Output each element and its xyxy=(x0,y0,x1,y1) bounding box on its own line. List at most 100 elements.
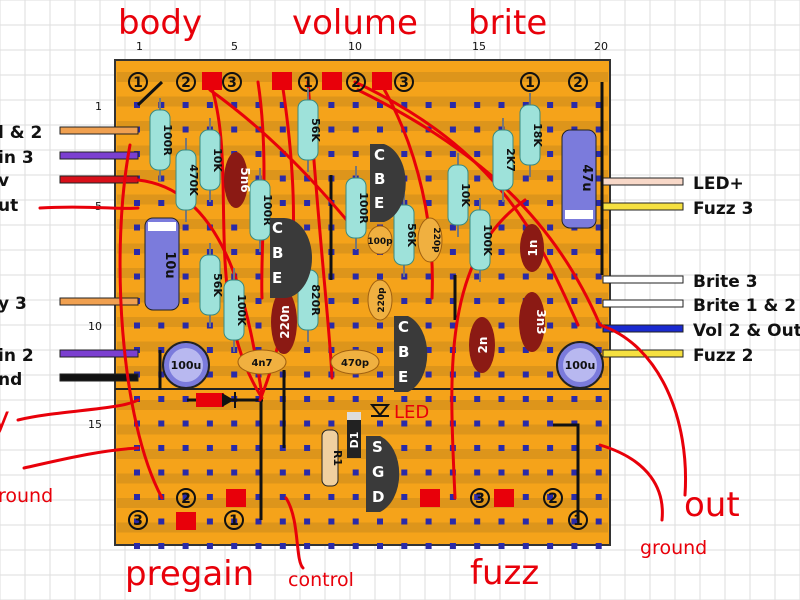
cap-10u-label: 10u xyxy=(162,251,177,278)
resistor: 100R xyxy=(149,98,174,182)
pot-lug: 3 xyxy=(128,510,148,530)
resistor-label: 56K xyxy=(405,223,418,247)
cap-10u xyxy=(144,217,180,311)
pot-lug: 2 xyxy=(568,72,588,92)
pot-lug-number: 3 xyxy=(475,491,485,507)
resistor-r1-label: R1 xyxy=(331,450,344,466)
pot-lug: 2 xyxy=(176,488,196,508)
cap-4n7-label: 4n7 xyxy=(251,358,272,369)
resistor: 56K xyxy=(297,88,322,172)
left-label-in: y xyxy=(0,401,10,436)
column-number-10: 10 xyxy=(348,40,362,53)
resistor-label: 100K xyxy=(481,224,494,256)
cap-5n6-label: 5n6 xyxy=(238,167,252,192)
q1-pin-e: E xyxy=(272,269,282,287)
left-label-ground: round xyxy=(0,485,53,507)
resistor: 56K xyxy=(199,243,224,327)
column-number-20: 20 xyxy=(594,40,608,53)
pot-lug: 1 xyxy=(520,72,540,92)
resistor-label: 470K xyxy=(187,164,200,196)
transistor-q3 xyxy=(394,316,428,392)
diode-d1 xyxy=(347,412,361,458)
cap-220p-b xyxy=(367,279,393,321)
q3-pin-b: B xyxy=(398,343,409,361)
fet-pin-g: G xyxy=(372,463,384,481)
cap-1n-label: 1n xyxy=(526,240,540,257)
right-wire-label-fuzz-3: Fuzz 3 xyxy=(693,199,753,219)
pot-lug: 3 xyxy=(394,72,414,92)
resistor: 56K xyxy=(393,193,418,277)
led-label: LED xyxy=(394,402,429,423)
pot-lug: 1 xyxy=(568,510,588,530)
resistor: 10K xyxy=(447,153,472,237)
resistor-label: 100R xyxy=(161,124,174,156)
transistor-fet xyxy=(366,436,400,512)
right-wire-label-vol-2-out: Vol 2 & Out xyxy=(693,321,800,341)
cap-2n xyxy=(469,317,495,373)
electrolytic-caps: 10u 47u 100u 100u xyxy=(144,129,604,389)
left-wire-label-vol-1-2: l & 2 xyxy=(0,123,42,143)
pot-lug-number: 3 xyxy=(133,513,143,529)
ceramic-caps: 5n6 220n 2n 3n3 1n 100p 220p 220p 470p 4… xyxy=(224,152,548,375)
cap-100p xyxy=(367,225,393,255)
cap-1n xyxy=(520,224,544,272)
pot-lug: 3 xyxy=(470,488,490,508)
pot-lug-number: 2 xyxy=(181,75,191,91)
right-wire-label-brite-1-2: Brite 1 & 2 xyxy=(693,296,796,316)
resistor-label: 2K7 xyxy=(504,148,517,172)
pot-lug: 1 xyxy=(128,72,148,92)
pot-label-brite: brite xyxy=(468,3,547,43)
cap-220p-a-label: 220p xyxy=(431,227,441,253)
pot-lug-number: 3 xyxy=(227,75,237,91)
row-number-15: 15 xyxy=(88,418,102,431)
q2-pin-c: C xyxy=(374,146,385,164)
pot-label-body: body xyxy=(118,3,202,43)
row-number-1: 1 xyxy=(95,100,102,113)
pot-lug-number: 2 xyxy=(573,75,583,91)
resistor: 18K xyxy=(519,93,544,177)
pot-label-fuzz: fuzz xyxy=(470,553,539,593)
resistor-label: 10K xyxy=(459,183,472,207)
column-number-5: 5 xyxy=(231,40,238,53)
diodes: D1 LED xyxy=(196,392,429,458)
resistor-label: 100R xyxy=(357,192,370,224)
pot-lug-number: 2 xyxy=(181,491,191,507)
q2-pin-b: B xyxy=(374,170,385,188)
right-wire-label-fuzz-2: Fuzz 2 xyxy=(693,346,753,366)
pot-lug: 2 xyxy=(176,72,196,92)
cap-47u-label: 47u xyxy=(579,164,594,191)
pot-lug: 2 xyxy=(346,72,366,92)
pot-lug-number: 1 xyxy=(303,75,313,91)
right-wire-label-brite-3: Brite 3 xyxy=(693,272,758,292)
pot-lug-number: 1 xyxy=(573,513,583,529)
cap-470p-label: 470p xyxy=(341,358,369,369)
pot-lug: 2 xyxy=(543,488,563,508)
cap-220n xyxy=(271,290,297,354)
diode-d1-label: D1 xyxy=(348,432,361,449)
cap-220p-b-label: 220p xyxy=(377,287,387,313)
left-wire-label-9v: v xyxy=(0,171,9,191)
left-wire-label-out: ut xyxy=(0,196,18,216)
pot-lug-number: 2 xyxy=(351,75,361,91)
pot-lug-number: 3 xyxy=(399,75,409,91)
pot-lug: 1 xyxy=(224,510,244,530)
cap-100u-right-label: 100u xyxy=(565,359,596,372)
row-number-10: 10 xyxy=(88,320,102,333)
diode-symbol xyxy=(222,393,234,407)
transistor-q2 xyxy=(370,144,406,222)
resistor: 100R xyxy=(249,168,274,252)
left-wires xyxy=(59,126,139,382)
right-wire-label-led-plus: LED+ xyxy=(693,174,744,194)
cap-3n3 xyxy=(519,292,545,352)
resistor-label: 18K xyxy=(531,123,544,147)
pot-lug: 3 xyxy=(222,72,242,92)
transistor-q1 xyxy=(270,218,312,298)
pot-label-volume: volume xyxy=(292,3,418,43)
column-number-15: 15 xyxy=(472,40,486,53)
resistor: 2K7 xyxy=(492,118,517,202)
led-symbol xyxy=(369,404,391,417)
resistor-label: 100K xyxy=(235,294,248,326)
